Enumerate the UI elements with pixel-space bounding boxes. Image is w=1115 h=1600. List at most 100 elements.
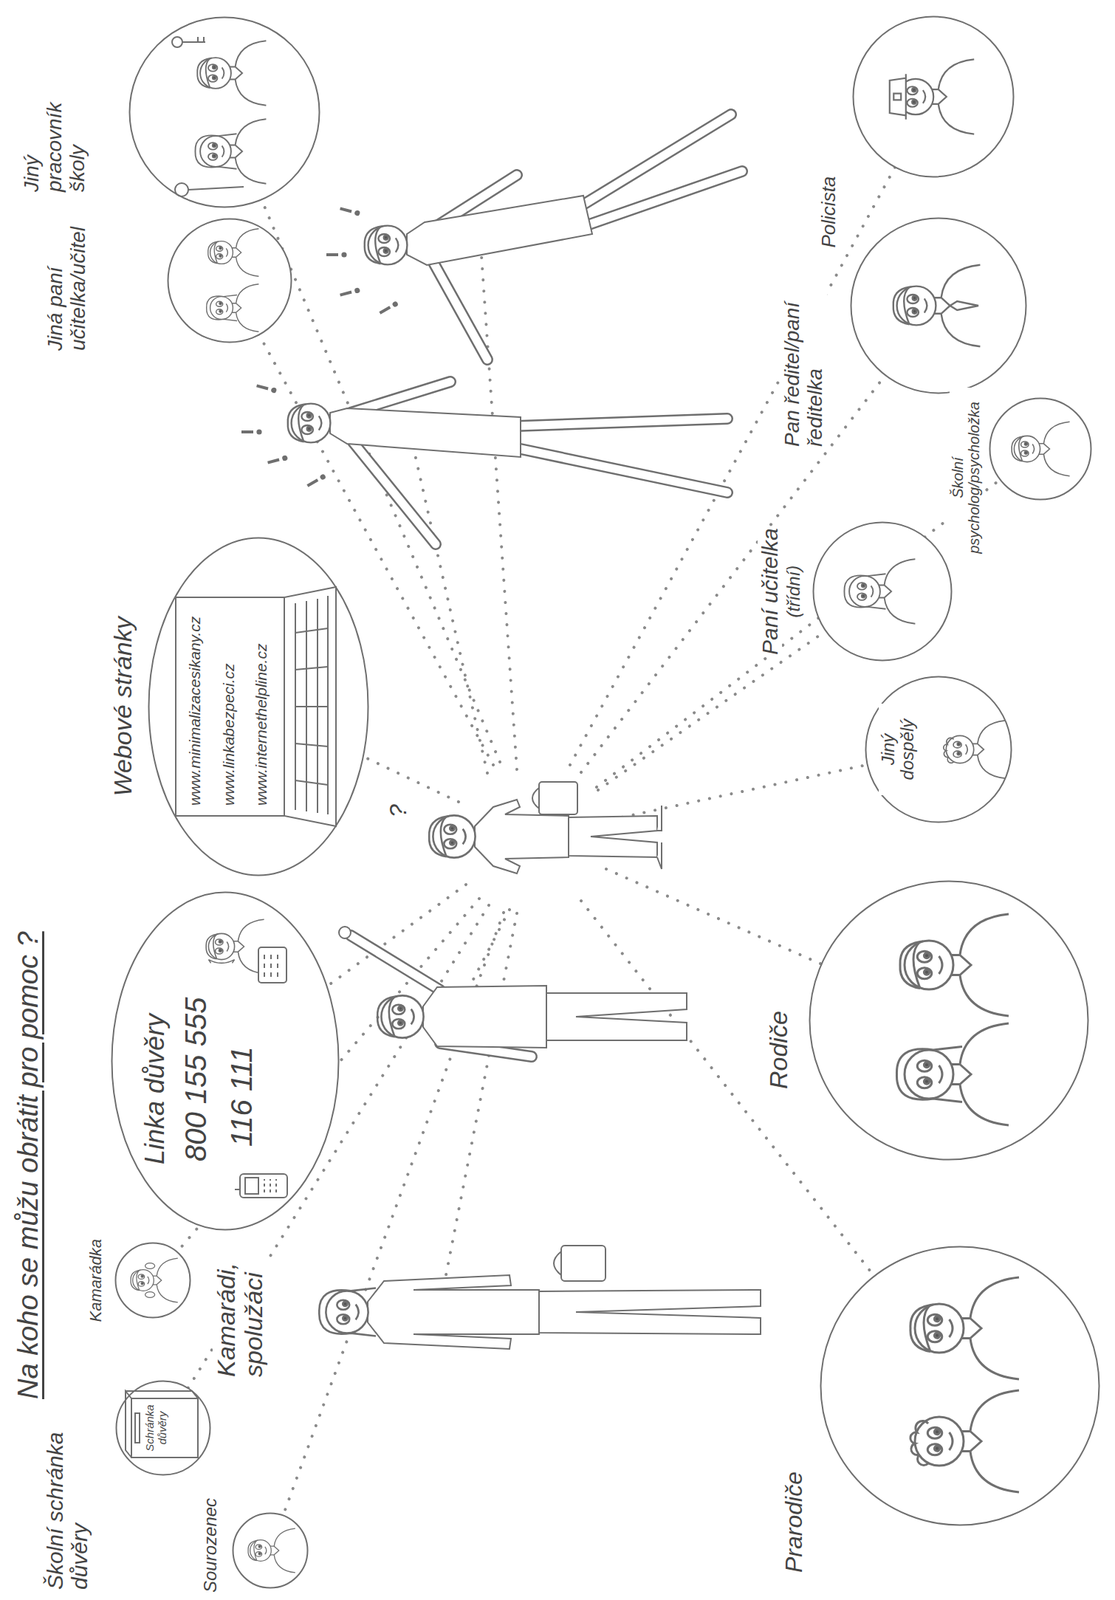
bully-figure: [516, 448, 728, 493]
grandfather-figure: [910, 1277, 1020, 1380]
psychologist-figure: [1011, 421, 1070, 477]
bully-figure: [431, 259, 488, 360]
class-teacher-figure: [844, 573, 886, 610]
bully-figure: [587, 171, 743, 226]
help-circle: Jiný dospělý: [864, 675, 1013, 824]
psychologist-figure: [1011, 436, 1022, 462]
circle-outline: [112, 892, 339, 1231]
bully-figure: [368, 225, 408, 266]
mother-figure: [896, 1047, 963, 1103]
circle-ground: [115, 1242, 191, 1319]
friend-figure: [350, 935, 441, 991]
phone-caller-figure: [206, 934, 217, 960]
girl-friend-figure: [130, 1270, 140, 1291]
circle-outline: [231, 1512, 309, 1590]
laptop-drawing: [175, 587, 336, 827]
friend-figure: [325, 1290, 368, 1333]
grandmother-figure: [910, 1420, 929, 1466]
question-mark: ?: [385, 802, 412, 819]
node-label: (třídní): [784, 564, 804, 620]
bully-figure: [287, 381, 728, 545]
node-label: Policista: [818, 175, 840, 250]
help-circle: Paní učitelka(třídní): [812, 521, 953, 662]
ladle-drawing: [188, 186, 244, 190]
circle-outline: [116, 1381, 211, 1476]
laptop-drawing: [284, 587, 336, 827]
mobile-phone-drawing: [245, 1177, 259, 1195]
help-circle: Kamarádka: [114, 1242, 192, 1319]
circle-ground: [148, 537, 369, 876]
circle-outline: [988, 397, 1093, 501]
bully-figure: [516, 418, 728, 427]
help-circle: Sourozenec: [231, 1512, 309, 1590]
node-label: Jiný pracovník školy: [20, 79, 89, 194]
mobile-phone-drawing: [234, 1179, 277, 1193]
phone-caller-figure: [208, 959, 235, 964]
node-label: www.minimalizacesikany.cz: [186, 615, 204, 808]
circle-ground: [820, 1246, 1100, 1526]
girl-friend-figure: [145, 1263, 156, 1270]
key-drawing: [182, 36, 206, 43]
key-drawing: [172, 36, 183, 48]
node-label: Pan ředitel/paní ředitelka: [781, 223, 828, 449]
circle-outline: [990, 398, 1092, 500]
bully-figure: [406, 195, 593, 266]
headteacher-figure: [893, 287, 910, 325]
circle-ground: [850, 217, 1027, 394]
bully-figure: [287, 403, 331, 444]
circle-ground: [111, 892, 339, 1231]
help-bubble: Webové stránkywww.minimalizacesikany.czw…: [147, 536, 370, 877]
teacher-figure: [206, 295, 238, 322]
node-label: Linka důvěry: [140, 1012, 170, 1166]
bully-figure: [287, 404, 305, 442]
circle-outline: [810, 881, 1089, 1161]
friend-figure: [561, 1245, 606, 1282]
circle-ground: [809, 880, 1089, 1161]
school-worker-figure: [200, 40, 266, 105]
circle-outline: [129, 17, 320, 208]
friend-figure: [381, 995, 424, 1038]
circle-outline: [149, 538, 369, 876]
bully-figure: [583, 114, 732, 205]
circle-ground: [989, 398, 1092, 500]
exclamation-mark-symbol: [256, 383, 277, 393]
bully-figure: [364, 114, 743, 360]
circle-outline: [168, 219, 292, 343]
trust-box-drawing: [135, 1413, 140, 1443]
node-label: Sourozenec: [200, 1496, 221, 1595]
exclamation-mark-symbol: [339, 287, 360, 297]
circle-outline: [233, 1513, 308, 1589]
circle-ground: [852, 16, 1014, 178]
circle-outline: [821, 1247, 1100, 1526]
node-label: 116 111: [225, 1044, 258, 1149]
grandfather-figure: [914, 1277, 1020, 1380]
friend-figure: [539, 1290, 761, 1335]
phone-caller-figure: [206, 919, 264, 974]
trust-box-drawing: [125, 1391, 198, 1458]
circle-outline: [114, 1242, 192, 1319]
circle-outline: [166, 217, 293, 344]
desk-phone-drawing: [258, 947, 287, 983]
circle-ground: [865, 676, 1012, 823]
desk-phone-drawing: [264, 954, 278, 977]
dotted-line: [570, 96, 934, 765]
node-label: Školní psycholog/psycholožka: [949, 387, 983, 568]
node-label: Webové stránky: [109, 615, 137, 798]
child-figure: [657, 805, 662, 870]
node-label: 800 155 555: [179, 996, 212, 1163]
sibling-figure: [250, 1528, 296, 1573]
diagram-title: Na koho se můžu obrátit pro pomoc ?: [13, 929, 45, 1401]
bully-figure: [291, 403, 331, 444]
circle-outline: [819, 1245, 1101, 1527]
node-label: Rodiče: [764, 1009, 793, 1091]
circle-outline: [812, 521, 953, 662]
ladle-drawing: [175, 183, 244, 197]
headteacher-figure: [897, 265, 981, 347]
friend-figure: [367, 1275, 540, 1350]
child-figure: [539, 781, 578, 815]
teacher-figure: [208, 228, 260, 277]
bully-figure: [516, 418, 728, 427]
exclamation-mark-symbol: [326, 252, 347, 257]
grandmother-figure: [914, 1390, 1020, 1493]
help-circle: Školní schránka důvěrySchránka důvěry: [115, 1380, 212, 1477]
